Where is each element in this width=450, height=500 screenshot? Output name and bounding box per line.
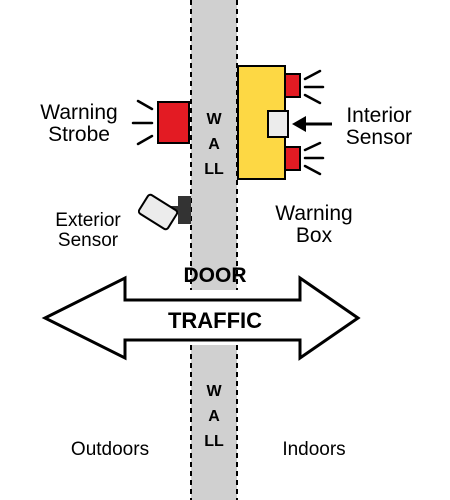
interior-sensor-label: Interior Sensor	[330, 104, 428, 150]
light-rays-top	[303, 69, 325, 105]
door-label: DOOR	[183, 264, 247, 287]
interior-sensor-label-line2: Sensor	[345, 126, 413, 150]
exterior-sensor-label-line2: Sensor	[57, 229, 119, 251]
wall-bottom-label: WALL	[204, 383, 224, 450]
interior-sensor-label-line1: Interior	[346, 104, 412, 127]
indoors-label: Indoors	[282, 439, 346, 460]
warning-box-light-top	[284, 73, 301, 98]
strobe-rays	[131, 99, 154, 146]
warning-strobe-label-line2: Strobe	[48, 123, 110, 147]
wall-lower	[190, 345, 238, 500]
warning-box-label-line2: Box	[295, 224, 333, 248]
light-rays-bottom	[303, 141, 325, 176]
warning-strobe-label-line1: Warning	[40, 101, 118, 124]
warning-strobe-label: Warning Strobe	[30, 101, 128, 147]
wall-top-label: WALL	[204, 111, 224, 178]
warning-box-label: Warning Box	[262, 202, 366, 248]
warning-box-light-bottom	[284, 146, 301, 171]
warning-strobe	[157, 101, 190, 144]
exterior-sensor	[137, 193, 191, 231]
interior-sensor	[267, 110, 289, 138]
warning-box-label-line1: Warning	[275, 202, 353, 225]
interior-sensor-arrow	[292, 116, 332, 132]
exterior-sensor-label: Exterior Sensor	[38, 211, 138, 251]
outdoors-label: Outdoors	[70, 439, 150, 460]
exterior-sensor-label-line1: Exterior	[55, 210, 121, 231]
traffic-label: TRAFFIC	[167, 308, 263, 333]
traffic-arrow	[41, 275, 361, 361]
